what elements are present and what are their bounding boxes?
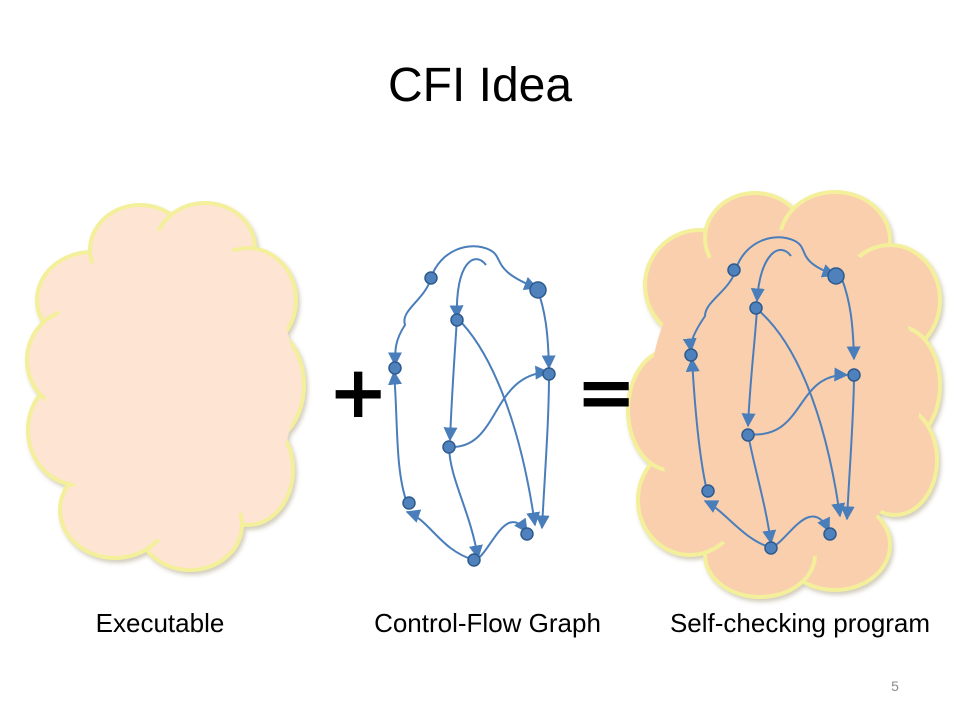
embedded-cfg-edge xyxy=(756,308,846,518)
cfg-node xyxy=(388,361,402,375)
cfg-node xyxy=(529,281,547,299)
slide-title: CFI Idea xyxy=(387,59,573,112)
embedded-cfg-edge xyxy=(735,236,837,278)
embedded-cfg-edge xyxy=(841,278,861,361)
embedded-cfg-edge xyxy=(682,268,737,353)
cfg-edge xyxy=(449,258,487,320)
cfg-node xyxy=(402,496,416,510)
embedded-cfg-edge xyxy=(747,433,777,545)
cfg-node xyxy=(542,367,556,381)
self-checking-program-label: Self-checking program xyxy=(669,608,931,638)
control-flow-graph xyxy=(388,245,556,567)
executable-label: Executable xyxy=(95,608,225,638)
cfg-node xyxy=(450,313,464,327)
cfg-edge xyxy=(405,509,475,561)
cfg-edge xyxy=(448,365,550,449)
cfg-edge xyxy=(443,317,458,442)
control-flow-graph-label: Control-Flow Graph xyxy=(374,608,601,638)
embedded-cfg-edge xyxy=(741,308,758,428)
embedded-cfg-node xyxy=(827,267,845,285)
cfg-node xyxy=(442,440,456,454)
equals-operator: = xyxy=(576,350,637,434)
embedded-cfg-edge xyxy=(747,367,849,436)
plus-operator: + xyxy=(328,350,389,434)
embedded-cfg-edge xyxy=(703,500,771,548)
embedded-cfg-node xyxy=(727,263,741,277)
embedded-cfg-edge xyxy=(685,357,708,492)
embedded-cfg-node xyxy=(764,541,778,555)
self-checking-cloud xyxy=(626,190,942,599)
embedded-cfg-node xyxy=(823,527,837,541)
embedded-control-flow-graph xyxy=(682,236,861,555)
embedded-cfg-node xyxy=(701,484,715,498)
cfg-edge xyxy=(388,370,408,504)
embedded-cfg-node xyxy=(749,301,763,315)
cfg-node xyxy=(467,553,481,567)
cfg-node xyxy=(520,527,534,541)
embedded-cfg-node xyxy=(847,368,861,382)
cfg-edge xyxy=(535,373,550,530)
embedded-cfg-edge xyxy=(840,374,855,521)
embedded-cfg-edge xyxy=(750,249,792,303)
cfg-edge xyxy=(388,277,432,367)
cfg-edge xyxy=(430,245,539,291)
cfg-edge xyxy=(448,446,483,560)
page-number: 5 xyxy=(891,678,899,694)
cfg-edge xyxy=(456,317,541,527)
embedded-cfg-node xyxy=(741,428,755,442)
cfg-node xyxy=(424,271,438,285)
executable-cloud xyxy=(25,201,306,572)
cfg-edge xyxy=(536,287,556,370)
cfg-edge xyxy=(474,517,528,561)
embedded-cfg-node xyxy=(684,348,698,362)
